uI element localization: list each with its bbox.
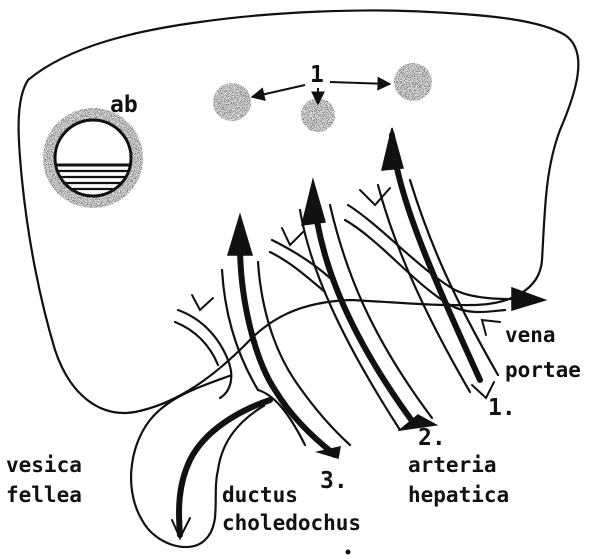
focus-right: [394, 63, 432, 101]
ductus-choledochus-label-line1: ductus: [222, 483, 298, 507]
route-1-number: 1.: [488, 395, 516, 421]
arrow-to-right-focus: [330, 82, 390, 84]
ductus-choledochus-label-line2: choledochus: [222, 511, 361, 535]
focus-number-label: 1: [310, 62, 324, 88]
abscess-cavity: [43, 108, 143, 208]
arteria-hepatica-label-line2: hepatica: [408, 483, 509, 507]
vena-portae-label-line1: vena: [505, 323, 556, 347]
route-2-number: 2.: [418, 425, 446, 451]
route-3-number: 3.: [320, 468, 348, 494]
pen-mark: [346, 550, 351, 555]
arrow-to-left-focus: [252, 85, 305, 97]
abscess-label: ab: [110, 92, 138, 118]
vesica-fellea-label-line1: vesica: [6, 453, 82, 477]
liver-outline: [19, 10, 579, 412]
vena-portae-label-line2: portae: [505, 358, 581, 382]
vesica-fellea-label-line2: fellea: [6, 483, 82, 507]
arteria-hepatica-label-line1: arteria: [408, 453, 497, 477]
focus-left: [213, 83, 251, 121]
